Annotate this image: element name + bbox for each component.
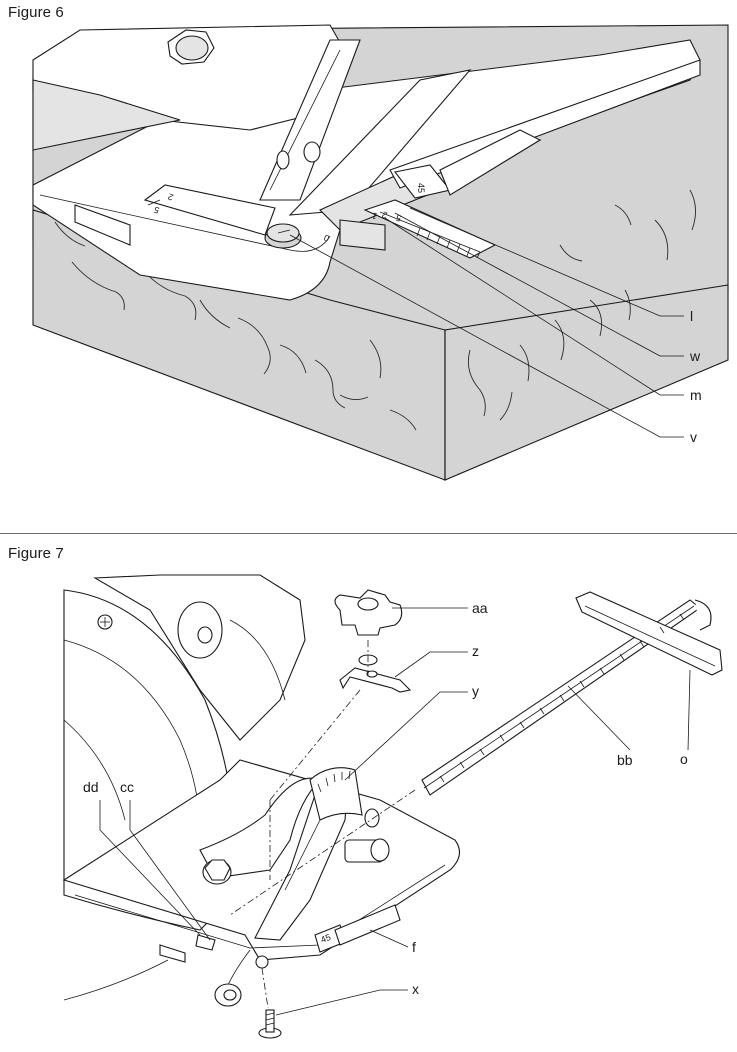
svg-text:2: 2 (167, 191, 175, 202)
locking-lever (344, 808, 390, 863)
wing-nut (334, 589, 403, 666)
svg-text:2: 2 (381, 209, 389, 220)
adjustment-knob (264, 223, 302, 249)
callout-l: l (690, 308, 693, 324)
svg-text:5: 5 (395, 212, 403, 223)
fence-slot (334, 904, 401, 946)
callout-z: z (472, 643, 479, 659)
callout-y: y (472, 683, 479, 699)
svg-text:1: 1 (371, 210, 379, 221)
figure-6-caption: Figure 6 (8, 4, 64, 21)
callout-aa: aa (472, 600, 488, 616)
screw-icon (97, 614, 113, 630)
rip-fence (421, 591, 723, 796)
callout-w: w (689, 348, 701, 364)
callout-v: v (690, 429, 697, 445)
svg-text:0: 0 (323, 232, 331, 243)
figure-7-leader-lines (99, 607, 691, 1016)
svg-text:45: 45 (416, 183, 426, 193)
bevel-notch-45: 45 (394, 129, 542, 199)
callout-bb: bb (617, 752, 633, 768)
callout-cc: cc (120, 779, 134, 795)
figure-6-drawing: 2 5 1 0 5 (32, 24, 729, 481)
bracket-bolt-icon (204, 859, 231, 881)
clamp-bracket (339, 667, 412, 693)
figure-6-leader-lines (289, 207, 684, 438)
callout-x: x (412, 981, 419, 997)
roller-icon (214, 983, 242, 1007)
blade-guard (199, 777, 321, 879)
hex-bolt-icon (167, 29, 215, 65)
callout-o: o (680, 751, 688, 767)
screw-x-icon (258, 1009, 282, 1039)
figure-divider (0, 533, 737, 534)
bevel-protractor (309, 767, 363, 821)
figure-7-caption: Figure 7 (8, 545, 64, 562)
callout-dd: dd (83, 779, 99, 795)
svg-text:45: 45 (319, 932, 332, 945)
callout-m: m (690, 387, 702, 403)
callout-f: f (412, 939, 416, 955)
assembly-alignment-lines (229, 640, 416, 1009)
figure-7-drawing: 45 (62, 574, 723, 1039)
svg-text:5: 5 (153, 204, 161, 215)
fence-head (575, 591, 723, 676)
